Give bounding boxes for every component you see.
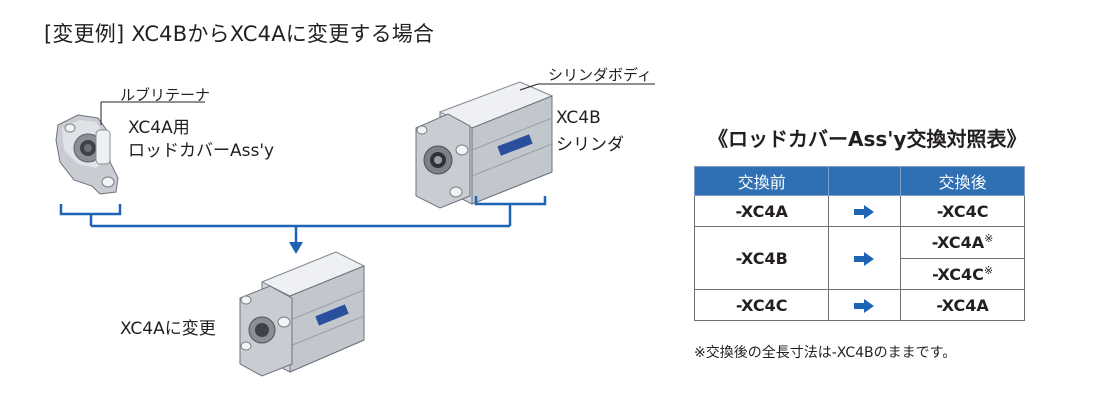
arrow-cell [828, 226, 902, 290]
table-row: -XC4B -XC4A※ [693, 226, 1025, 290]
down-arrow-icon [289, 242, 303, 254]
assembly-connector [59, 196, 547, 244]
table-row: -XC4A -XC4C [693, 195, 1025, 227]
xc4b-label-2: シリンダ [556, 135, 624, 155]
header-arrow [828, 166, 902, 196]
footnote: ※交換後の全長寸法は-XC4Bのままです。 [694, 345, 957, 361]
before-cell: -XC4B [693, 226, 830, 290]
cylinder-body-label: シリンダボディ [548, 66, 652, 84]
rod-cover-part-image [55, 114, 119, 195]
after-cell: -XC4A [900, 289, 1025, 321]
page-title: [変更例] XC4BからXC4Aに変更する場合 [44, 22, 435, 46]
right-arrow-icon [853, 205, 874, 219]
table-title: 《ロッドカバーAss'y交換対照表》 [708, 127, 1027, 151]
right-arrow-icon [853, 252, 874, 266]
result-label: XC4Aに変更 [120, 319, 216, 339]
xc4b-cylinder-image [415, 81, 554, 209]
exchange-table: 交換前 交換後 -XC4A -XC4C -XC4B -XC4A※ -XC4C※ … [693, 166, 1025, 321]
arrow-cell [828, 195, 902, 227]
arrow-cell [828, 289, 902, 321]
after-cell: -XC4C [900, 195, 1025, 227]
xc4b-label-1: XC4B [556, 108, 601, 128]
before-cell: -XC4C [693, 289, 830, 321]
table-row: -XC4C※ [695, 257, 1025, 290]
after-cell: -XC4A※ [900, 226, 1025, 259]
retainer-label: ルブリテーナ [120, 86, 211, 104]
after-cell: -XC4C※ [900, 257, 1025, 290]
table-row: -XC4C -XC4A [693, 289, 1025, 321]
header-after: 交換後 [900, 166, 1025, 196]
table-header-row: 交換前 交換後 [693, 166, 1025, 196]
rod-cover-label-1: XC4A用 [128, 118, 190, 138]
before-cell: -XC4A [693, 195, 830, 227]
header-before: 交換前 [693, 166, 830, 196]
xc4a-cylinder-image [239, 251, 366, 377]
right-arrow-icon [853, 299, 874, 313]
rod-cover-label-2: ロッドカバーAss'y [128, 141, 275, 161]
